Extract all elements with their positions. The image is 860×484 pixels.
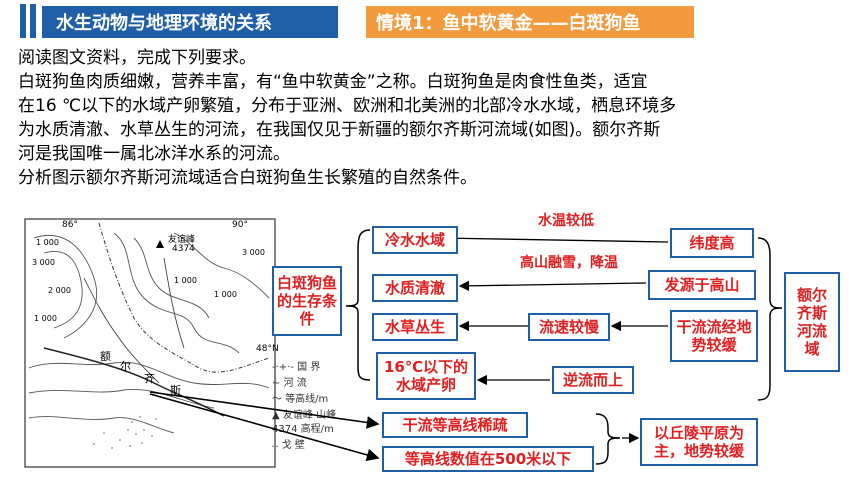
legend-label: 山峰 xyxy=(316,410,337,421)
lon-label: 86° xyxy=(62,220,78,230)
legend-border: -·+·- 国 界 xyxy=(272,358,320,373)
basin-box: 额尔齐斯河流域 xyxy=(784,272,840,372)
desert-symbol-icon: ∴ xyxy=(272,440,279,451)
peak-symbol-icon: ▲ xyxy=(272,410,280,421)
survival-conditions-box: 白斑狗鱼的生存条件 xyxy=(272,266,342,336)
legend-label: 友谊峰 xyxy=(282,410,313,421)
legend-label: 高程/m xyxy=(300,424,334,435)
result-slow-flow: 流速较慢 xyxy=(528,313,610,341)
need-aquatic-plants: 水草丛生 xyxy=(372,313,458,341)
legend-label: 等高线/m xyxy=(285,394,329,405)
legend-desert: ∴ 戈 壁 xyxy=(272,436,305,451)
river-char: 齐 xyxy=(144,372,155,385)
contour-symbol-icon: 〜 xyxy=(272,394,282,405)
map-point-contour-sparse: 干流等高线稀疏 xyxy=(382,412,528,438)
river-basin-map: 86° 90° 48°N 友谊峰 4374 1 000 3 000 2 000 … xyxy=(24,218,336,468)
contour-label: 1 000 xyxy=(214,290,237,299)
border-symbol-icon: -·+·- xyxy=(272,362,294,373)
header-decoration xyxy=(20,4,26,38)
lat-label: 48°N xyxy=(256,344,279,354)
legend-elevation: 4374 高程/m xyxy=(272,420,334,435)
map-point-elevation: 等高线数值在500米以下 xyxy=(382,446,594,472)
label-water-temp: 水温较低 xyxy=(538,213,594,229)
text-line: 阅读图文资料，完成下列要求。 xyxy=(18,48,256,68)
text-line: 在16 ℃以下的水域产卵繁殖，分布于亚洲、欧洲和北美洲的北部冷水水域，栖息环境多 xyxy=(18,96,677,116)
contour-label: 1 000 xyxy=(174,276,197,285)
need-clear-water: 水质清澈 xyxy=(372,274,458,302)
legend-label: 戈 壁 xyxy=(281,440,305,451)
need-cold-water: 冷水水域 xyxy=(372,226,458,254)
text-line: 河是我国唯一属北冰洋水系的河流。 xyxy=(18,144,290,164)
legend-river: ∼ 河 流 xyxy=(272,374,307,389)
text-line: 为水质清澈、水草丛生的河流，在我国仅见于新疆的额尔齐斯河流域(如图)。额尔齐斯 xyxy=(18,120,661,140)
contour-label: 3 000 xyxy=(32,258,55,267)
header-decoration xyxy=(30,4,36,38)
section-title: 水生动物与地理环境的关系 xyxy=(42,6,338,38)
river-char: 额 xyxy=(100,350,111,363)
legend-label: 国 界 xyxy=(297,362,321,373)
text-line: 白斑狗鱼肉质细嫩，营养丰富，有“鱼中软黄金”之称。白斑狗鱼是肉食性鱼类，适宜 xyxy=(18,72,648,92)
label-snowmelt: 高山融雪，降温 xyxy=(520,255,618,271)
contour-label: 3 000 xyxy=(242,248,265,257)
text-line: 分析图示额尔齐斯河流域适合白斑狗鱼生长繁殖的自然条件。 xyxy=(18,168,477,188)
river-symbol-icon: ∼ xyxy=(272,378,281,389)
peak-name: 友谊峰 xyxy=(168,235,196,245)
legend-contour: 〜 等高线/m xyxy=(272,390,328,405)
legend-label: 4374 xyxy=(272,424,298,435)
legend-label: 河 流 xyxy=(283,378,307,389)
river-char: 尔 xyxy=(120,360,131,373)
contour-label: 1 000 xyxy=(34,314,57,323)
contour-label: 1 000 xyxy=(36,238,59,247)
river-char: 斯 xyxy=(170,384,181,397)
cause-gentle-terrain: 干流流经地势较缓 xyxy=(670,310,758,362)
map-graphic xyxy=(24,218,276,468)
scene-title: 情境1：鱼中软黄金——白斑狗鱼 xyxy=(366,6,694,38)
cause-mountain-source: 发源于高山 xyxy=(648,270,756,300)
cause-latitude: 纬度高 xyxy=(670,228,754,258)
need-spawning-temp: 16℃以下的水域产卵 xyxy=(376,352,476,400)
cause-upstream: 逆流而上 xyxy=(552,366,634,394)
lon-label: 90° xyxy=(232,220,248,230)
contour-label: 2 000 xyxy=(48,286,71,295)
peak-elev: 4374 xyxy=(172,244,195,254)
conclusion-box: 以丘陵平原为主，地势较缓 xyxy=(640,418,758,466)
legend-peak: ▲ 友谊峰 山峰 xyxy=(272,406,336,421)
